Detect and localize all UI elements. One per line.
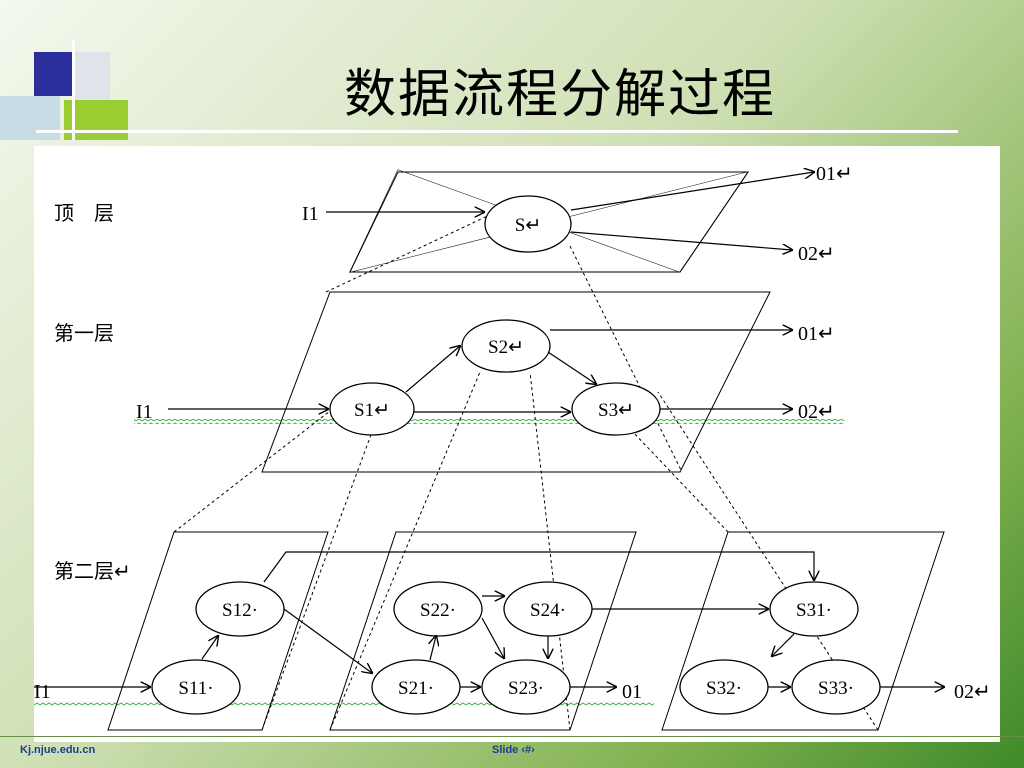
- footer-slide-number: Slide ‹#›: [492, 744, 535, 756]
- arrow-s31-s32: [772, 633, 795, 656]
- label-output-o1-second: 01: [622, 681, 642, 703]
- arrow-s2-s3: [547, 351, 596, 384]
- label-output-o2-second: 02↵: [954, 681, 991, 703]
- vertical-rule: [72, 40, 75, 140]
- squiggle-second-layer: [34, 701, 654, 706]
- label-layer-first: 第一层: [54, 321, 114, 345]
- label-s3: S3↵: [598, 400, 634, 421]
- deco-blue-square: [34, 52, 74, 96]
- arrow-s22-s23: [481, 617, 504, 658]
- slide-title: 数据流程分解过程: [343, 65, 776, 125]
- label-s23: S23·: [508, 678, 544, 699]
- arrow-s-o2: [570, 231, 792, 250]
- process-s1: [329, 382, 415, 436]
- label-s31: S31·: [796, 600, 832, 621]
- dash-s2-left: [329, 371, 481, 731]
- label-layer-top: 顶 层: [54, 201, 114, 225]
- label-input-second: I1: [34, 681, 51, 703]
- label-s11: S11·: [178, 678, 213, 699]
- footer-rule: [0, 736, 1024, 737]
- dash-first-left: [173, 410, 331, 533]
- label-s2: S2↵: [488, 337, 524, 358]
- label-s33: S33·: [818, 678, 854, 699]
- squiggle-first-layer: [134, 419, 844, 424]
- label-output-o1-top: 01↵: [816, 163, 853, 185]
- diagram-panel: 顶 层 第一层 第二层↵ I1 I1 I1 01↵ 02↵ 01↵ 02↵ 01…: [34, 146, 1000, 742]
- label-s21: S21·: [398, 678, 434, 699]
- dash-s2-right: [529, 371, 571, 731]
- footer-site: Kj.njue.edu.cn: [20, 744, 96, 756]
- dash-s1-right: [261, 431, 373, 731]
- label-s24: S24·: [530, 600, 566, 621]
- dash-top-left: [325, 211, 497, 293]
- label-s32: S32·: [706, 678, 742, 699]
- plane-s2: [329, 531, 637, 731]
- plane-first: [261, 291, 771, 473]
- deco-light-square: [0, 96, 60, 140]
- title-rule: [36, 130, 958, 133]
- label-output-o1-first: 01↵: [798, 323, 835, 345]
- arrow-s-o1: [570, 172, 814, 211]
- label-output-o2-top: 02↵: [798, 243, 835, 265]
- label-input-top: I1: [302, 203, 319, 225]
- label-layer-second: 第二层↵: [54, 559, 131, 583]
- arrow-s11-s12: [201, 636, 218, 660]
- deco-gray-square: [74, 52, 110, 102]
- process-s11: [151, 659, 241, 715]
- label-s12: S12·: [222, 600, 258, 621]
- label-s: S↵: [515, 215, 542, 236]
- dataflow-diagram: 顶 层 第一层 第二层↵ I1 I1 I1 01↵ 02↵ 01↵ 02↵ 01…: [34, 163, 991, 731]
- arrow-s1-s2: [405, 346, 460, 393]
- label-output-o2-first: 02↵: [798, 401, 835, 423]
- process-s31: [769, 581, 859, 637]
- label-s1: S1↵: [354, 400, 390, 421]
- process-s: [484, 195, 572, 253]
- arrow-s12-s31: [263, 551, 814, 583]
- label-s22: S22·: [420, 600, 456, 621]
- label-input-first: I1: [136, 401, 153, 423]
- arrow-s21-s22: [430, 636, 436, 661]
- dash-top-right: [569, 245, 683, 473]
- arrow-s12-s21: [283, 608, 372, 673]
